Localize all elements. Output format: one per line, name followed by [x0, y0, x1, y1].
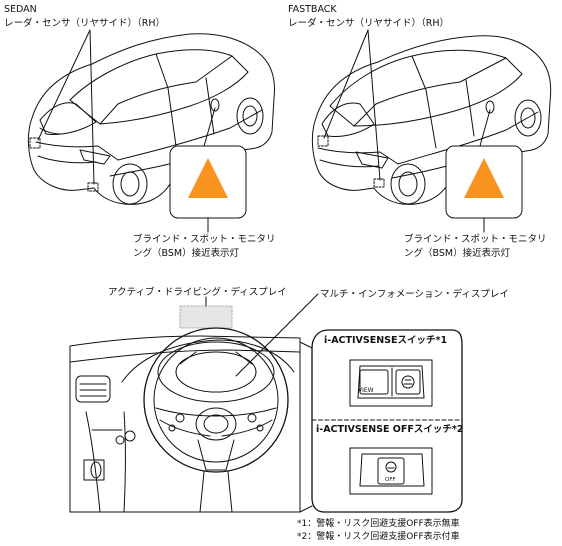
fastback-leader-lines [323, 29, 491, 233]
off-text: OFF [385, 477, 396, 483]
i-activsense-switch-panel [349, 359, 433, 407]
fastback-bsm-warning-icon [464, 158, 504, 198]
fastback-bsm-callout [445, 145, 523, 219]
fastback-bsm-label-line1: ブラインド・スポット・モニタリ [404, 234, 547, 245]
note-1: *1：警報・リスク回避支援OFF表示無車 [297, 519, 460, 529]
multi-info-display-label: マルチ・インフォメーション・ディスプレイ [320, 289, 509, 300]
sedan-bsm-warning-icon [188, 158, 228, 198]
sedan-car-illustration [27, 33, 275, 205]
car-off-icon [385, 461, 397, 473]
sedan-bsm-label-line1: ブラインド・スポット・モニタリ [133, 234, 276, 245]
sedan-sensor-label: レーダ・センサ（リヤサイド）（RH） [4, 18, 165, 29]
switch2-label: i-ACTIVSENSE OFFスイッチ*2 [316, 424, 464, 435]
steering-wheel [143, 327, 289, 473]
fastback-variant-label: FASTBACK [288, 4, 337, 15]
sedan-variant-label: SEDAN [4, 4, 37, 15]
note-2: *2：警報・リスク回避支援OFF表示付車 [297, 532, 460, 542]
sedan-bsm-label-line2: ング（BSM）接近表示灯 [133, 248, 240, 259]
switch-callout [299, 329, 463, 513]
fastback-sensor-label: レーダ・センサ（リヤサイド）（RH） [288, 18, 449, 29]
sedan-leader-lines [37, 29, 216, 233]
sedan-bsm-callout [169, 145, 247, 219]
fastback-bsm-label-line2: ング（BSM）接近表示灯 [404, 248, 511, 259]
active-driving-display [179, 305, 233, 329]
active-driving-display-label: アクティブ・ドライビング・ディスプレイ [108, 287, 287, 298]
view-text: VIEW [358, 387, 374, 394]
car-icon [401, 375, 415, 389]
cockpit-illustration [69, 327, 301, 513]
i-activsense-off-switch-panel [349, 447, 433, 495]
multi-info-leader [235, 293, 319, 377]
switch1-label: i-ACTIVSENSEスイッチ*1 [324, 335, 448, 346]
